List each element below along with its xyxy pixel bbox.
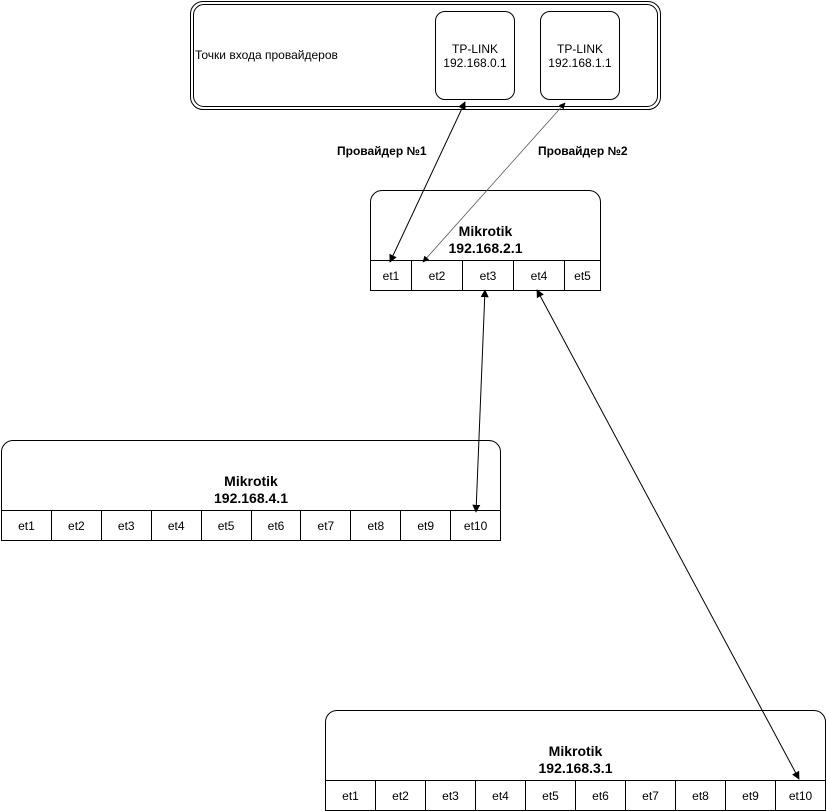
link-main-et4-to-bottom-et10[interactable] (536, 289, 800, 780)
mikrotik-left-port-et2[interactable]: et2 (50, 511, 101, 540)
tplink-router-2[interactable]: TP-LINK 192.168.1.1 (540, 11, 620, 100)
mikrotik-left-port-et3[interactable]: et3 (100, 511, 151, 540)
mikrotik-main-port-et5[interactable]: et5 (564, 261, 600, 290)
link-provider1-to-main-et1[interactable] (389, 101, 466, 263)
tplink-router-2-ip: 192.168.1.1 (548, 55, 612, 70)
tplink-router-2-name: TP-LINK (556, 41, 603, 56)
tplink-router-1-ip: 192.168.0.1 (443, 55, 507, 70)
mikrotik-bottom-port-et4[interactable]: et4 (475, 781, 525, 810)
tplink-router-1-name: TP-LINK (451, 41, 498, 56)
mikrotik-main-port-et4[interactable]: et4 (513, 261, 564, 290)
mikrotik-main-port-et3[interactable]: et3 (462, 261, 513, 290)
mikrotik-left-port-et5[interactable]: et5 (200, 511, 251, 540)
mikrotik-bottom-port-et7[interactable]: et7 (625, 781, 675, 810)
mikrotik-bottom-port-et3[interactable]: et3 (425, 781, 475, 810)
mikrotik-main-port-et1[interactable]: et1 (382, 268, 400, 283)
mikrotik-left-port-et9[interactable]: et9 (400, 511, 450, 540)
mikrotik-bottom-port-et1[interactable]: et1 (342, 788, 359, 803)
mikrotik-left-port-et4[interactable]: et4 (150, 511, 201, 540)
mikrotik-bottom-port-et9[interactable]: et9 (725, 781, 775, 810)
mikrotik-left-port-row: et1 et2 et3 et4 et5 et6 et7 et8 et9 et10 (1, 510, 501, 541)
mikrotik-left-port-et1[interactable]: et1 (18, 518, 35, 533)
mikrotik-left-port-et7[interactable]: et7 (300, 511, 350, 540)
mikrotik-left-router[interactable]: Mikrotik 192.168.4.1 et1 et2 et3 et4 et5… (1, 440, 501, 541)
link-main-et3-to-left-et10[interactable] (472, 289, 489, 513)
mikrotik-bottom-port-et5[interactable]: et5 (525, 781, 575, 810)
provider-entry-group-label: Точки входа провайдеров (195, 48, 338, 62)
mikrotik-bottom-port-et8[interactable]: et8 (675, 781, 725, 810)
tplink-router-1[interactable]: TP-LINK 192.168.0.1 (435, 11, 515, 100)
mikrotik-left-port-et6[interactable]: et6 (250, 511, 301, 540)
mikrotik-bottom-port-et2[interactable]: et2 (375, 781, 425, 810)
mikrotik-left-port-et10[interactable]: et10 (450, 511, 500, 540)
link-provider2-to-main-et2[interactable] (422, 102, 566, 263)
mikrotik-bottom-port-et6[interactable]: et6 (575, 781, 625, 810)
mikrotik-main-port-et2[interactable]: et2 (411, 261, 462, 290)
mikrotik-left-ip: 192.168.4.1 (214, 490, 288, 506)
mikrotik-bottom-port-et10[interactable]: et10 (775, 781, 825, 810)
mikrotik-left-port-et8[interactable]: et8 (350, 511, 400, 540)
mikrotik-left-title: Mikrotik (224, 473, 278, 489)
